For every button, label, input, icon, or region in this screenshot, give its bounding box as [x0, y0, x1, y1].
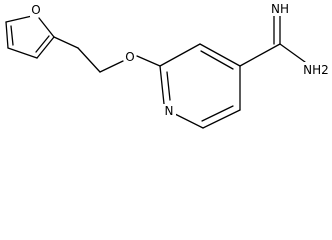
- ether-oxygen-label: O: [125, 50, 134, 64]
- bond-py-c5-c6-inner: [201, 105, 234, 122]
- bond-py-n-c2: [159, 65, 165, 105]
- pyridine-nitrogen-label: N: [165, 104, 174, 118]
- bond-c-ether-o: [99, 60, 124, 73]
- bond-ch2-c: [77, 47, 101, 73]
- bond-py-c3-c4: [199, 43, 241, 67]
- atom-labels: O O N NH NH2: [30, 2, 330, 118]
- bond-py-n-c2-inner: [166, 71, 171, 101]
- furan-oxygen-label: O: [31, 3, 40, 17]
- bond-furan-o-c2: [5, 15, 33, 23]
- methylene-ether-linker: [53, 36, 161, 73]
- bond-furan-c3-c4: [7, 47, 38, 59]
- furan-ring: [5, 15, 55, 59]
- bond-amidine-amine: [279, 43, 306, 63]
- amidine-group: [239, 15, 306, 67]
- imine-nitrogen-label: NH: [271, 2, 289, 16]
- bond-py-c2-c3: [159, 43, 201, 67]
- bond-furan-c4-c5-inner: [35, 35, 50, 53]
- pyridine-ring: [159, 43, 241, 129]
- amine-nitrogen-label: NH2: [303, 63, 329, 77]
- bond-ether-o-pyridine: [136, 55, 161, 67]
- bond-py-c3-c4-inner: [200, 50, 234, 70]
- bond-py-c5-c6: [202, 109, 241, 129]
- chemical-structure-diagram: O O N NH NH2: [5, 2, 330, 129]
- bond-furan-c4-c5: [36, 36, 55, 59]
- bond-furan-c2-c3: [5, 21, 9, 49]
- bond-py-c6-n: [172, 112, 204, 129]
- bond-c4-amidine: [239, 43, 281, 67]
- bond-furan-ch2: [53, 36, 79, 49]
- bond-furan-c2-c3-inner: [10, 25, 14, 46]
- bond-furan-c5-o: [38, 17, 55, 38]
